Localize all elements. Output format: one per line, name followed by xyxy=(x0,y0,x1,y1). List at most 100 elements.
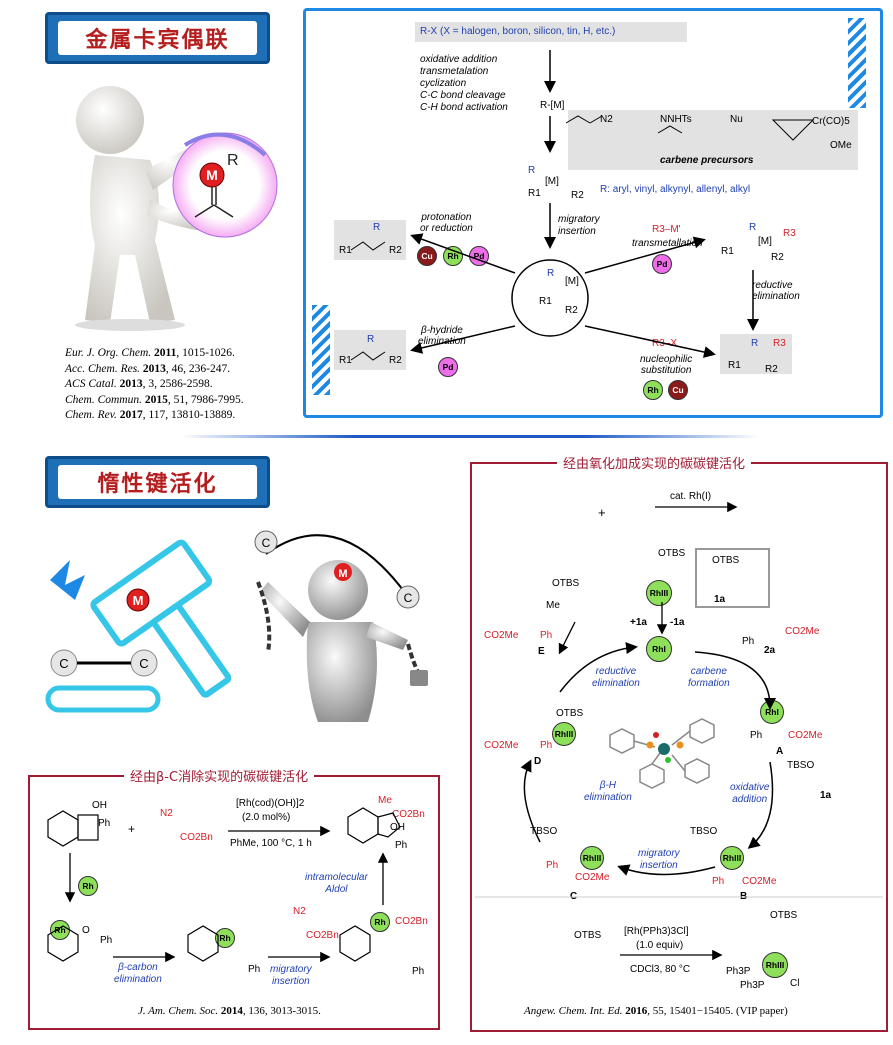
intermediate-d-label: D xyxy=(534,756,542,767)
intermediate-c-tbso: TBSO xyxy=(530,826,558,837)
badge-cu: Cu xyxy=(668,380,688,400)
svg-text:R: R xyxy=(373,222,380,233)
badge-pd: Pd xyxy=(652,254,672,274)
beta-n2: N2 xyxy=(160,808,173,819)
svg-text:R2: R2 xyxy=(389,245,402,256)
beta-migratory-insertion-label: migratory insertion xyxy=(270,964,312,987)
intermediate-b-tbso: TBSO xyxy=(690,826,718,837)
svg-text:[M]: [M] xyxy=(545,176,559,187)
transmetallation-label: transmetallation xyxy=(632,238,703,249)
beta-carbon-elimination-label: β-carbon elimination xyxy=(114,962,162,985)
chained-figure-illustration: C C M xyxy=(254,530,428,722)
beta-ph: Ph xyxy=(98,818,111,829)
reductive-elimination-cycle-label: reductive elimination xyxy=(592,666,640,689)
carbene-coupling-scheme-drawing: R1 [M] R R2 R1 R R2 R1 R R2 R1 R [M] R3 … xyxy=(339,50,815,375)
intermediate-c-rh: RhIII xyxy=(580,846,604,870)
svg-text:R1: R1 xyxy=(339,355,352,366)
rh-i-center: RhI xyxy=(646,636,672,662)
svg-text:R2: R2 xyxy=(389,355,402,366)
svg-text:[M]: [M] xyxy=(565,276,579,287)
ox-plus: + xyxy=(598,505,606,520)
beta-ph-label-4: Ph xyxy=(412,966,425,977)
bottom-ph3p-1: Ph3P xyxy=(726,966,751,977)
cycle-otbs-top: OTBS xyxy=(658,548,686,559)
intermediate-e-ester: CO2Me xyxy=(484,630,519,641)
sphere-metal-label: M xyxy=(206,167,218,183)
svg-text:C: C xyxy=(262,536,271,550)
intermediate-d-ph: Ph xyxy=(540,740,553,751)
reference-line: ACS Catal. 2013, 3, 2586-2598. xyxy=(65,378,213,390)
rh-intermediate-2: Rh xyxy=(215,928,235,948)
beta-o-label: O xyxy=(82,925,90,936)
bottom-conditions: CDCl3, 80 °C xyxy=(630,964,691,975)
intermediate-a-ph: Ph xyxy=(750,730,763,741)
crystal-structure-image xyxy=(609,718,715,789)
beta-reagent: [Rh(cod)(OH)]2 xyxy=(236,798,305,809)
n2-label: N2 xyxy=(600,114,613,125)
substrate-1a-box xyxy=(695,548,770,608)
intermediate-b-ph: Ph xyxy=(712,876,725,887)
box-1a-label: 1a xyxy=(714,594,726,605)
intermediate-d-rh: RhIII xyxy=(552,722,576,746)
beta-loading: (2.0 mol%) xyxy=(242,812,291,823)
badge-rh: Rh xyxy=(643,380,663,400)
bottom-equiv: (1.0 equiv) xyxy=(636,940,684,951)
nucleophilic-substitution-label: nucleophilic substitution xyxy=(640,354,693,376)
panel-corner-hatch xyxy=(312,305,330,395)
beta-diazo-ester: CO2Bn xyxy=(180,832,213,843)
reference-line: Eur. J. Org. Chem. 2011, 1015-1026. xyxy=(65,347,235,359)
carbene-formation-label: carbene formation xyxy=(688,666,730,689)
cr-co5-label: Cr(CO)5 xyxy=(812,116,850,127)
intermediate-e-ph: Ph xyxy=(540,630,553,641)
diazo-2a-ph: Ph xyxy=(742,636,755,647)
nu-label: Nu xyxy=(730,114,743,125)
badge-cu: Cu xyxy=(417,246,437,266)
rm-label: R-[M] xyxy=(540,100,565,111)
svg-text:R2: R2 xyxy=(571,190,584,201)
section1-banner-title: 金属卡宾偶联 xyxy=(58,21,257,55)
catalytic-cycle-drawing xyxy=(475,501,883,961)
nhnts-label: NNHTs xyxy=(660,114,692,125)
bottom-ph3p-2: Ph3P xyxy=(740,980,765,991)
svg-text:R3: R3 xyxy=(783,228,796,239)
beta-hydride-product-box xyxy=(334,330,406,370)
rh-iii-top: RhIII xyxy=(646,580,672,606)
ome-label: OMe xyxy=(830,140,852,151)
substrate-1a-tbso: TBSO xyxy=(787,760,815,771)
beta-ph-label-2: Ph xyxy=(100,935,113,946)
coupling-product-box xyxy=(720,334,792,374)
intermediate-e-otbs: OTBS xyxy=(552,578,580,589)
bottom-product-rh: RhIII xyxy=(762,952,788,978)
svg-text:M: M xyxy=(338,568,347,580)
bottom-substrate-otbs: OTBS xyxy=(574,930,602,941)
figure-with-sphere-illustration: M R xyxy=(75,86,278,331)
svg-text:R: R xyxy=(547,268,554,279)
sphere-r-label: R xyxy=(227,152,239,169)
svg-text:R: R xyxy=(528,165,535,176)
oxidative-panel-title: 经由氧化加成实现的碳碳键活化 xyxy=(557,453,752,472)
diazo-2a-ester: CO2Me xyxy=(785,626,820,637)
svg-text:R2: R2 xyxy=(765,364,778,375)
cycle-migratory-insertion-label: migratory insertion xyxy=(638,848,680,871)
beta-c-scheme-drawing: + xyxy=(47,807,401,963)
svg-text:M: M xyxy=(133,593,144,608)
beta-product-me: Me xyxy=(378,795,392,806)
beta-hydride-label: β-hydride elimination xyxy=(418,325,466,347)
intermediate-a-label: A xyxy=(776,746,784,757)
rx-label: R-X (X = halogen, boron, silicon, tin, H… xyxy=(420,26,616,37)
rx-box xyxy=(415,22,687,42)
svg-text:C: C xyxy=(404,591,413,605)
ox-reference: Angew. Chem. Int. Ed. 2016, 55, 15401−15… xyxy=(524,1005,788,1017)
svg-text:[M]: [M] xyxy=(758,236,772,247)
beta-diazo-second: CO2Bn xyxy=(306,930,339,941)
svg-text:C: C xyxy=(59,656,68,671)
oxidative-addition-label: oxidative addition xyxy=(730,782,770,805)
box-1a-otbs: OTBS xyxy=(712,555,740,566)
svg-text:R1: R1 xyxy=(339,245,352,256)
beta-ester-third: CO2Bn xyxy=(395,916,428,927)
reference-line: Acc. Chem. Res. 2013, 46, 236-247. xyxy=(65,362,231,375)
intermediate-e-label: E xyxy=(538,646,545,657)
svg-text:R: R xyxy=(749,222,756,233)
intermediate-d-otbs: OTBS xyxy=(556,708,584,719)
migratory-insertion-label: migratory insertion xyxy=(558,214,600,237)
